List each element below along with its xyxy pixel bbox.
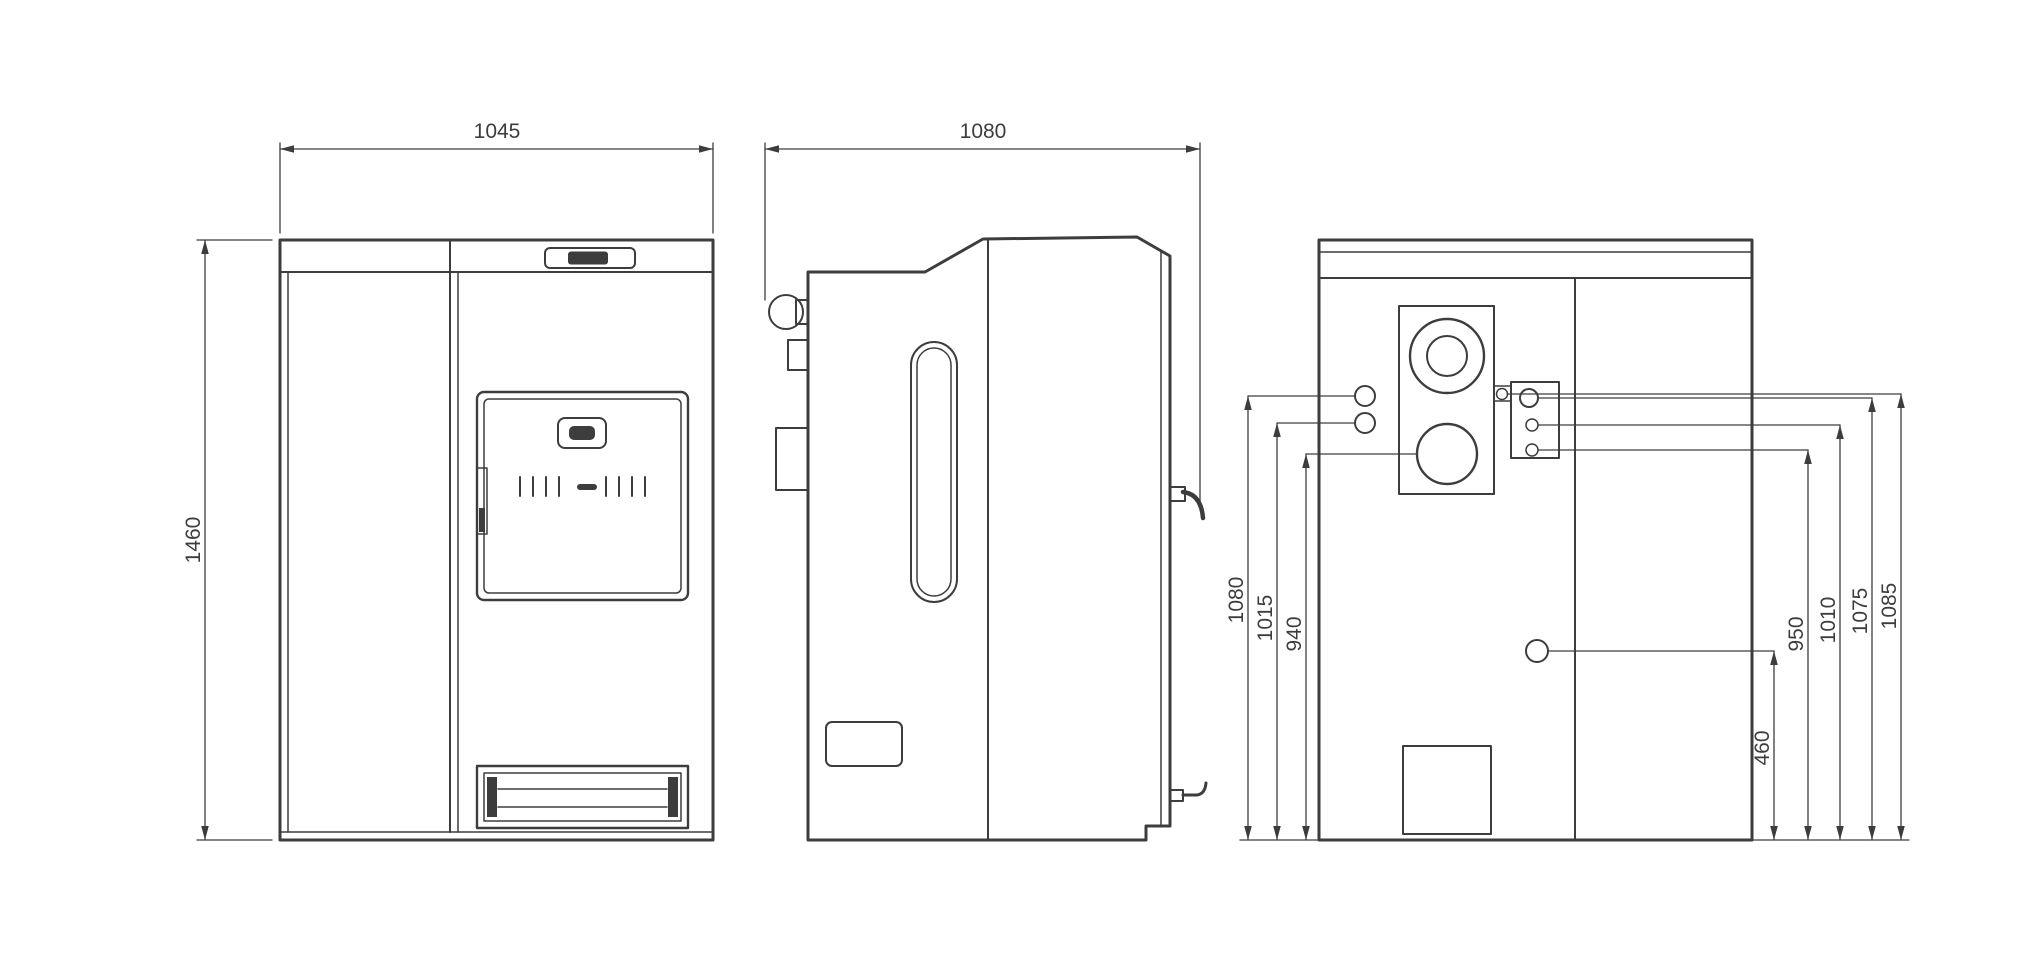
rear-dim-1015: 1015	[1254, 422, 1281, 841]
rear-dim-1015-label: 1015	[1254, 595, 1277, 642]
side-flange-circle	[768, 294, 804, 330]
front-door-vent-dash	[577, 484, 597, 490]
rear-dim-940: 940	[1283, 453, 1310, 841]
rear-dim-460: 460	[1751, 650, 1778, 841]
rear-dim-1075-label: 1075	[1849, 588, 1872, 635]
front-control-display	[544, 247, 636, 269]
rear-flue-panel	[1398, 305, 1495, 495]
front-door-inner	[483, 398, 682, 594]
front-door-handle-grip	[569, 426, 595, 440]
front-ash-drawer-cap-right	[668, 777, 678, 817]
side-drain-valve-base	[1169, 789, 1184, 802]
front-ash-drawer-cap-left	[487, 777, 497, 817]
rear-dim-940-label: 940	[1283, 616, 1306, 651]
front-door-handle	[557, 417, 607, 449]
front-height-dimension-label: 1460	[182, 517, 205, 564]
side-depth-dimension-label: 1080	[960, 120, 1007, 143]
rear-dim-1075: 1075	[1849, 397, 1876, 841]
rear-mounting-bracket	[1510, 381, 1560, 459]
side-drain-valve-spout	[1181, 781, 1208, 797]
rear-connector-mid	[1525, 639, 1549, 663]
rear-bracket-hole-top	[1519, 388, 1539, 408]
rear-flue-outlet-large-inner	[1426, 335, 1468, 377]
front-width-dimension-label: 1045	[474, 120, 521, 143]
rear-flue-outlet-large	[1408, 317, 1486, 395]
rear-dim-950-label: 950	[1785, 616, 1808, 651]
rear-dim-1085: 1085	[1878, 393, 1905, 841]
front-control-display-screen	[568, 251, 608, 265]
front-view: 1045 1460	[182, 120, 715, 842]
rear-dim-1010-label: 1010	[1817, 597, 1840, 644]
side-pipe-stub-mid	[787, 339, 809, 371]
rear-dim-460-label: 460	[1751, 730, 1774, 765]
rear-dim-1080-label: 1080	[1225, 577, 1248, 624]
front-door-latch	[476, 467, 488, 535]
side-window-inner	[916, 347, 952, 597]
rear-dim-1080: 1080	[1225, 395, 1252, 841]
rear-view: 1080 1015 940 460 950 1010 1075 1	[1225, 238, 1910, 842]
front-door-vent-slots	[519, 476, 646, 497]
rear-right-leader-lines	[1507, 393, 1902, 652]
rear-dim-1085-label: 1085	[1878, 583, 1901, 630]
front-ash-drawer-outer	[475, 764, 690, 830]
rear-dim-1010: 1010	[1817, 424, 1844, 841]
front-width-extension-lines	[279, 142, 714, 234]
front-body-outline	[278, 238, 715, 842]
rear-bracket-hole-mid	[1525, 418, 1539, 432]
rear-bottom-opening	[1402, 745, 1492, 835]
front-door-latch-pin	[479, 508, 485, 532]
rear-connector-lower	[1354, 412, 1376, 434]
rear-bracket-hole-bottom	[1525, 443, 1539, 457]
rear-flue-outlet-small	[1415, 422, 1479, 486]
rear-connector-upper	[1354, 385, 1376, 407]
side-view: 1080	[764, 120, 1208, 842]
front-ash-drawer-inner	[483, 772, 682, 822]
side-body-outline	[806, 235, 1172, 842]
side-handle-lever	[1180, 489, 1206, 521]
side-depth-extension-lines	[764, 142, 1201, 506]
side-connection-block	[775, 427, 809, 491]
rear-bracket-hole-tab	[1495, 387, 1509, 401]
front-ash-drawer-handle-bar	[497, 788, 668, 808]
rear-left-leader-lines	[1247, 395, 1418, 455]
side-window-outer	[910, 341, 958, 603]
rear-dim-950: 950	[1785, 449, 1812, 841]
side-label-plate	[825, 721, 903, 767]
front-height-extension-lines	[196, 239, 273, 841]
front-panel-inner-lines	[287, 271, 459, 833]
side-pipe-stub-top	[795, 299, 809, 325]
front-door-outer	[475, 390, 690, 602]
rear-body-outline	[1317, 238, 1754, 842]
